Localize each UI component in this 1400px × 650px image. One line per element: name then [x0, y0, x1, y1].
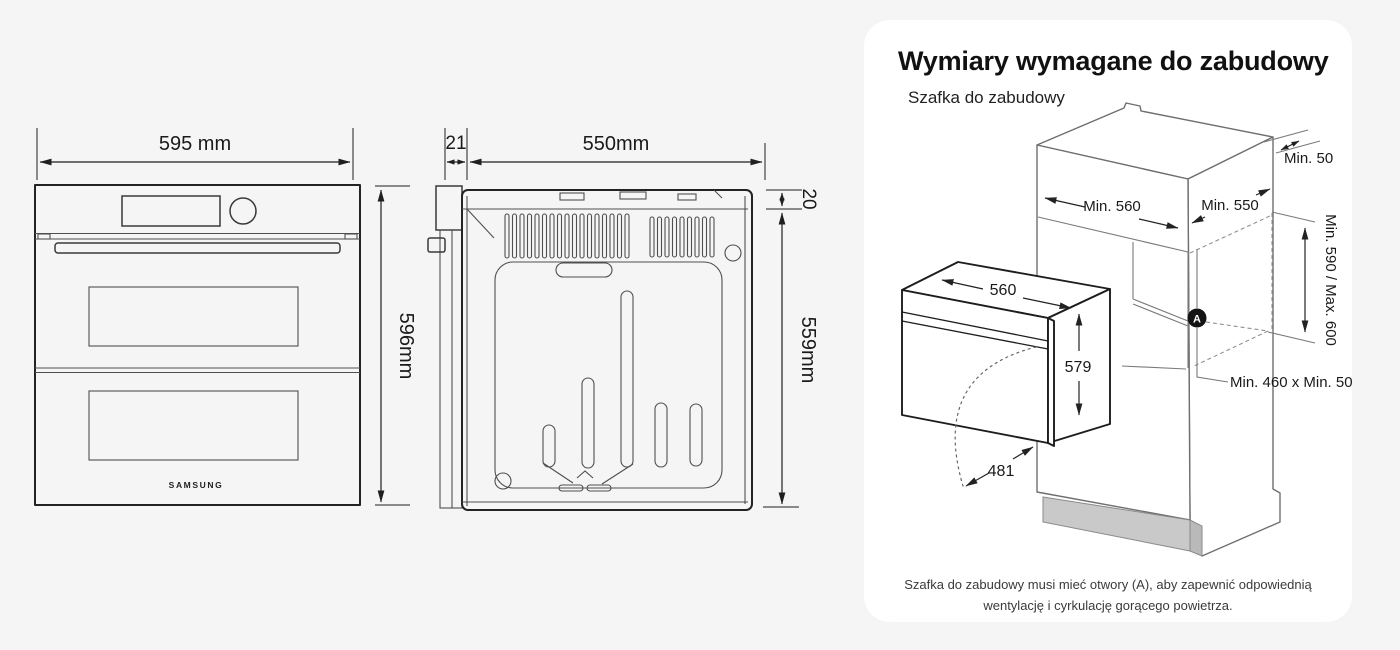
side-view-drawing: [427, 185, 753, 511]
side-depth-dimension: 550mm: [469, 133, 766, 180]
installation-note-line1: Szafka do zabudowy musi mieć otwory (A),…: [904, 577, 1312, 592]
side-top-overhang-label: 20: [798, 188, 819, 209]
control-knob: [229, 197, 257, 225]
installation-note-line2: wentylację i cyrkulację gorącego powietr…: [983, 597, 1233, 613]
card-subtitle: Szafka do zabudowy: [908, 88, 1065, 107]
vent-opening-label: Min. 460 x Min. 50: [1230, 374, 1352, 391]
door-handle: [54, 242, 341, 254]
cabinet-iso-drawing: Min. 560 Min. 550 Min. 50 Min. 590 / Max…: [901, 102, 1352, 557]
side-depth-label: 550mm: [583, 133, 650, 155]
oven-height-label: 579: [1065, 359, 1092, 376]
lower-door-window: [88, 390, 299, 461]
niche-width-label: Min. 560: [1083, 198, 1141, 215]
niche-depth-label: Min. 550: [1201, 197, 1259, 214]
oven-width-label: 560: [990, 282, 1017, 299]
display-screen: [121, 195, 221, 227]
side-panel-embossing: [494, 196, 746, 504]
front-height-label: 596mm: [395, 313, 417, 380]
top-clearance-label: Min. 50: [1284, 150, 1333, 167]
oven-technical-drawings: 595 mm 596mm SAMSUNG: [34, 128, 819, 511]
door-swing-arc: [954, 346, 1037, 487]
control-panel: [35, 195, 360, 240]
front-width-label: 595 mm: [159, 133, 231, 155]
niche-depth-dimension: Min. 550: [1191, 188, 1271, 224]
side-front-offset-label: 21: [445, 133, 466, 154]
side-top-overhang-dimension: 20: [766, 188, 819, 210]
niche-height-dimension: Min. 590 / Max. 600: [1267, 211, 1339, 346]
oven-front-body: [34, 184, 361, 506]
cabinet-box: [1036, 102, 1281, 557]
card-title: Wymiary wymagane do zabudowy: [898, 46, 1329, 76]
niche-width-dimension: Min. 560: [1044, 197, 1179, 229]
vent-slots: [504, 213, 715, 259]
side-body-height-label: 559mm: [797, 317, 819, 384]
door-open-dimension: 481: [965, 446, 1034, 487]
vent-marker-group: A Min. 460 x Min. 50: [1187, 249, 1352, 391]
front-width-dimension: 595 mm: [36, 128, 354, 180]
cabinet-requirements-card: Wymiary wymagane do zabudowy Szafka do z…: [864, 20, 1352, 622]
oven-iso-box: [901, 261, 1111, 447]
vent-marker-badge: [1187, 308, 1207, 328]
side-view: 21 550mm 20 559mm: [427, 128, 819, 511]
oven-width-dimension: 560: [941, 279, 1072, 309]
door-divider: [35, 367, 360, 374]
side-front-offset-dimension: 21: [444, 128, 468, 180]
niche-height-label: Min. 590 / Max. 600: [1322, 214, 1339, 346]
oven-height-dimension: 579: [1065, 313, 1092, 416]
front-view: 595 mm 596mm SAMSUNG: [34, 128, 417, 506]
side-handle: [427, 237, 446, 253]
upper-door-window: [88, 286, 299, 347]
installation-note: Szafka do zabudowy musi mieć otwory (A),…: [864, 575, 1352, 617]
front-height-dimension: 596mm: [375, 185, 417, 506]
door-open-label: 481: [988, 463, 1015, 480]
vent-marker-letter: A: [1193, 314, 1201, 326]
side-body-height-dimension: 559mm: [763, 212, 819, 508]
brand-logo: SAMSUNG: [169, 480, 224, 490]
top-clearance-dimension: Min. 50: [1263, 129, 1333, 167]
